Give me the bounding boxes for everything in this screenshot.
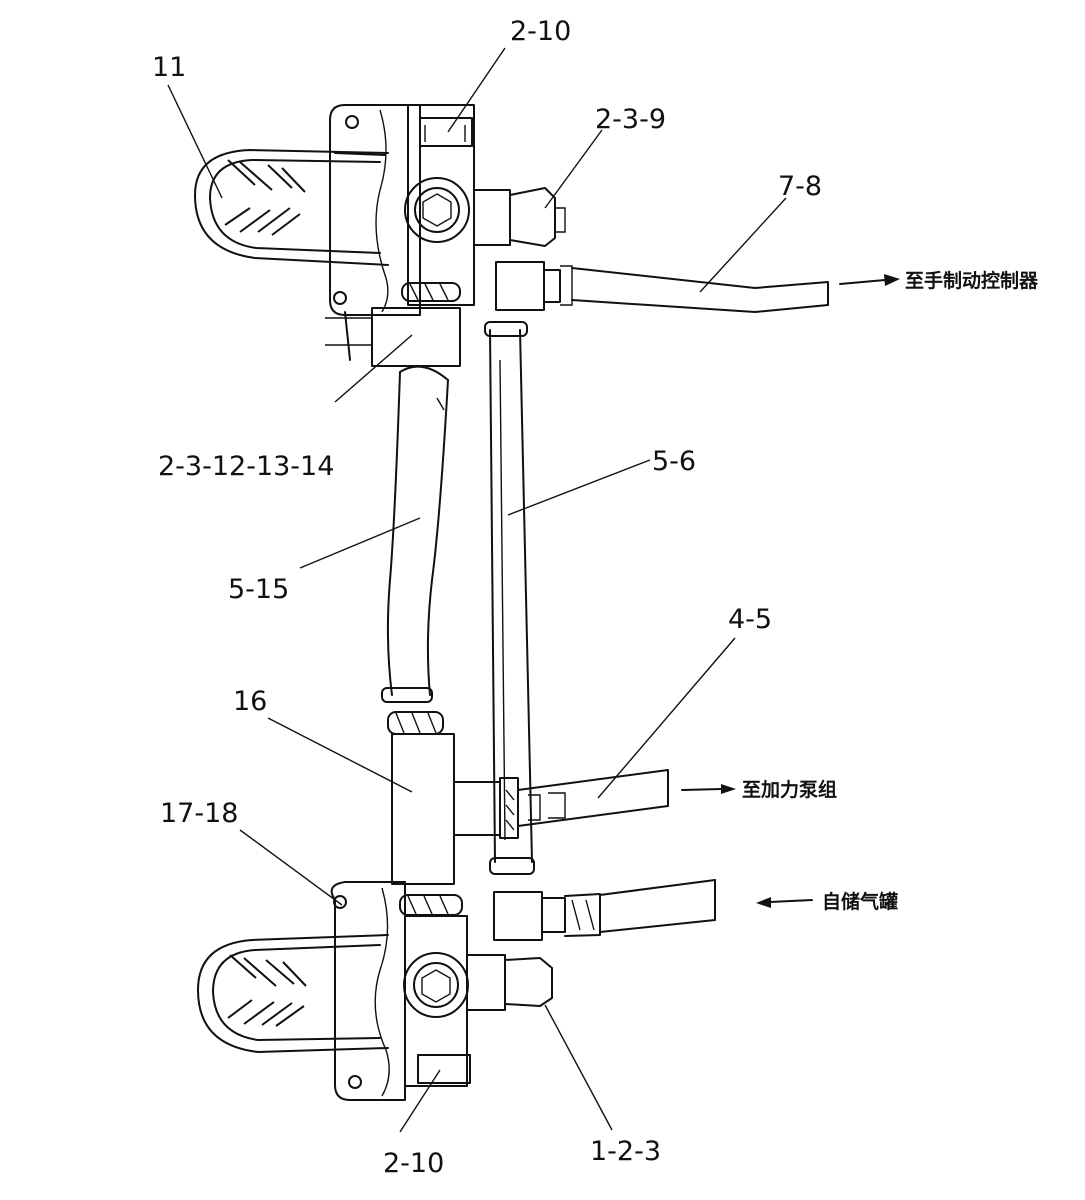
annotation-from-air-tank: 自储气罐 (822, 890, 898, 913)
label-2-10-top: 2-10 (510, 16, 571, 47)
label-5-6: 5-6 (652, 446, 696, 477)
label-2-3-12-13-14: 2-3-12-13-14 (158, 451, 334, 482)
lower-right-fitting (493, 891, 601, 941)
bottom-mounting-bracket (330, 881, 406, 1101)
pipe-4-5 (517, 769, 669, 827)
label-1-2-3: 1-2-3 (590, 1136, 661, 1167)
upper-right-fitting (495, 261, 573, 311)
hose-5-15 (381, 365, 449, 703)
top-u-bolt-clamp (194, 149, 389, 266)
air-tank-pipe (599, 879, 716, 933)
arrow-to-booster-pump (681, 784, 736, 794)
arrow-to-hand-brake (839, 274, 900, 286)
label-2-10-bottom: 2-10 (383, 1148, 444, 1179)
label-2-3-9: 2-3-9 (595, 104, 666, 135)
bottom-u-bolt-clamp (197, 934, 389, 1053)
label-11: 11 (152, 52, 186, 83)
pipe-5-6 (484, 321, 535, 875)
arrow-from-air-tank (756, 897, 813, 908)
label-7-8: 7-8 (778, 171, 822, 202)
label-16: 16 (233, 686, 267, 717)
annotation-to-hand-brake: 至手制动控制器 (905, 269, 1039, 292)
label-5-15: 5-15 (228, 574, 289, 605)
pipe-7-8 (571, 267, 829, 313)
label-4-5: 4-5 (728, 604, 772, 635)
lower-valve-body (387, 711, 553, 1087)
annotation-to-booster-pump: 至加力泵组 (742, 778, 837, 801)
leader-lines (167, 47, 787, 1133)
label-17-18: 17-18 (160, 798, 238, 829)
upper-valve-body (325, 104, 566, 367)
